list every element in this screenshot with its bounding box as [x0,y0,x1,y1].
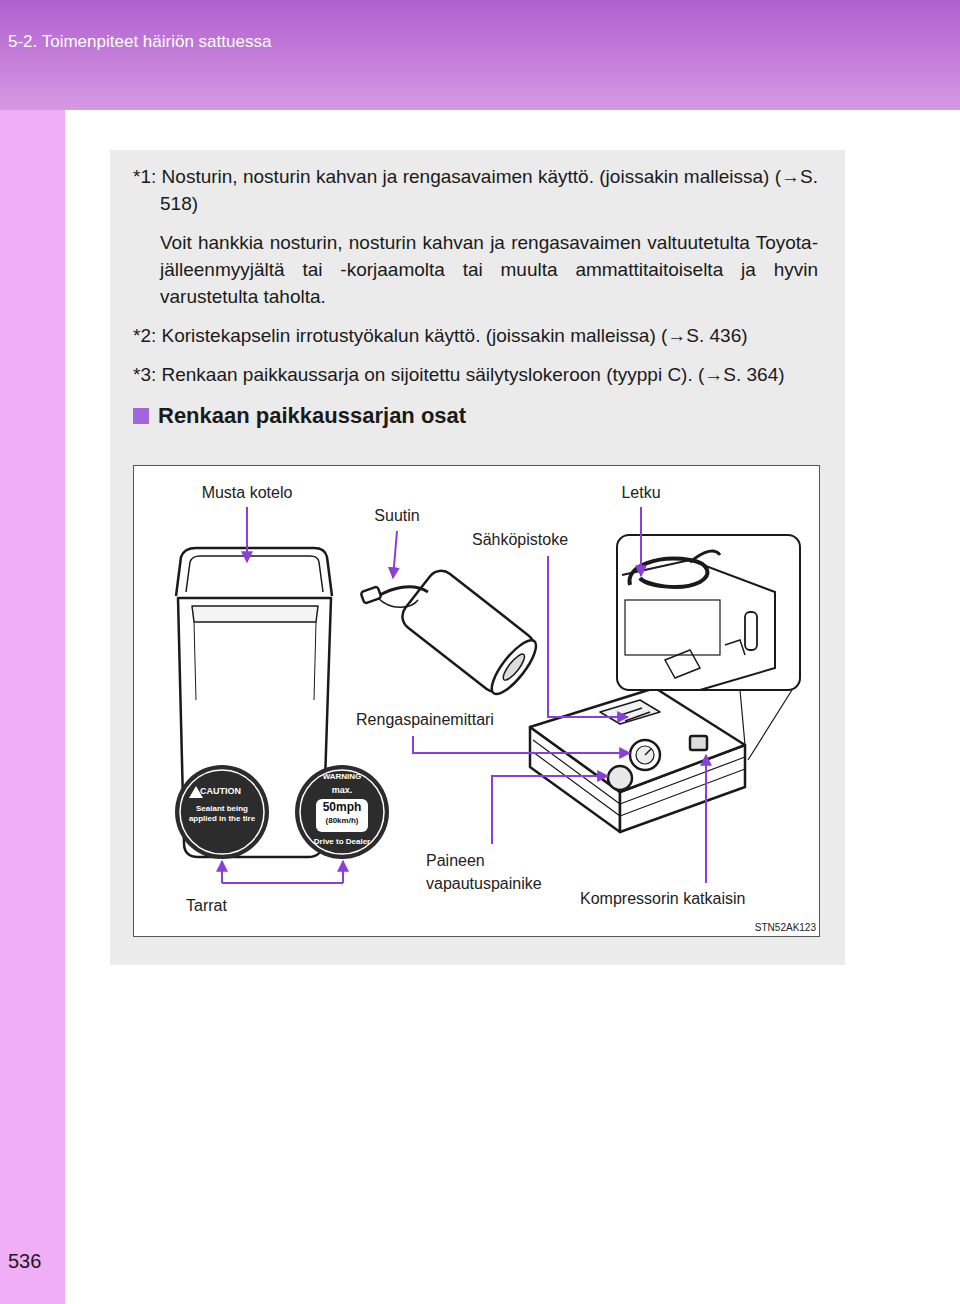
footnote: *1: Nosturin, nosturin kahvan ja rengasa… [133,163,818,217]
sticker-text: max. [317,785,367,796]
sticker-text: (80km/h) [317,816,367,826]
footnote: *2: Koristekapselin irrotustyökalun käyt… [133,322,818,349]
part-label: Kompressorin katkaisin [580,889,790,909]
running-header: 5-2. Toimenpiteet häiriön sattuessa [8,31,608,52]
figure-frame [134,466,820,937]
part-label: Paineen vapautuspainike [426,849,566,895]
part-label: Suutin [362,506,432,526]
side-band [0,110,65,1304]
footnote-body: Voit hankkia nosturin, nosturin kahvan j… [133,229,818,310]
page-number: 536 [8,1249,88,1274]
sticker-text: WARNING [312,772,372,782]
header-band [0,0,960,110]
section-heading-row: Renkaan paikkaussarjan osat [133,402,818,430]
compressor-drawing [530,688,792,832]
inset-drawing [617,535,800,690]
heading-bullet [133,408,149,424]
footnote: *3: Renkaan paikkaussarja on sijoitettu … [133,361,818,388]
part-label: Letku [606,483,676,503]
info-panel [110,150,845,965]
sticker-drawing [175,765,389,859]
sticker-text: CAUTION [200,786,250,797]
sticker-text: Drive to Dealer [302,837,382,847]
part-label: Sähköpistoke [452,530,588,550]
footnote-column: *1: Nosturin, nosturin kahvan ja rengasa… [133,163,818,430]
section-heading: Renkaan paikkaussarjan osat [158,402,466,430]
figure-code: STN52AK123 [724,921,816,934]
sticker-text: 50mph [317,800,367,815]
bottle-drawing [360,565,543,700]
part-label: Musta kotelo [177,483,317,503]
part-label: Tarrat [186,896,246,916]
part-label: Rengaspainemittari [330,710,520,730]
leader-lines [222,507,706,883]
sticker-text: Sealant being applied in the tire [186,804,258,824]
